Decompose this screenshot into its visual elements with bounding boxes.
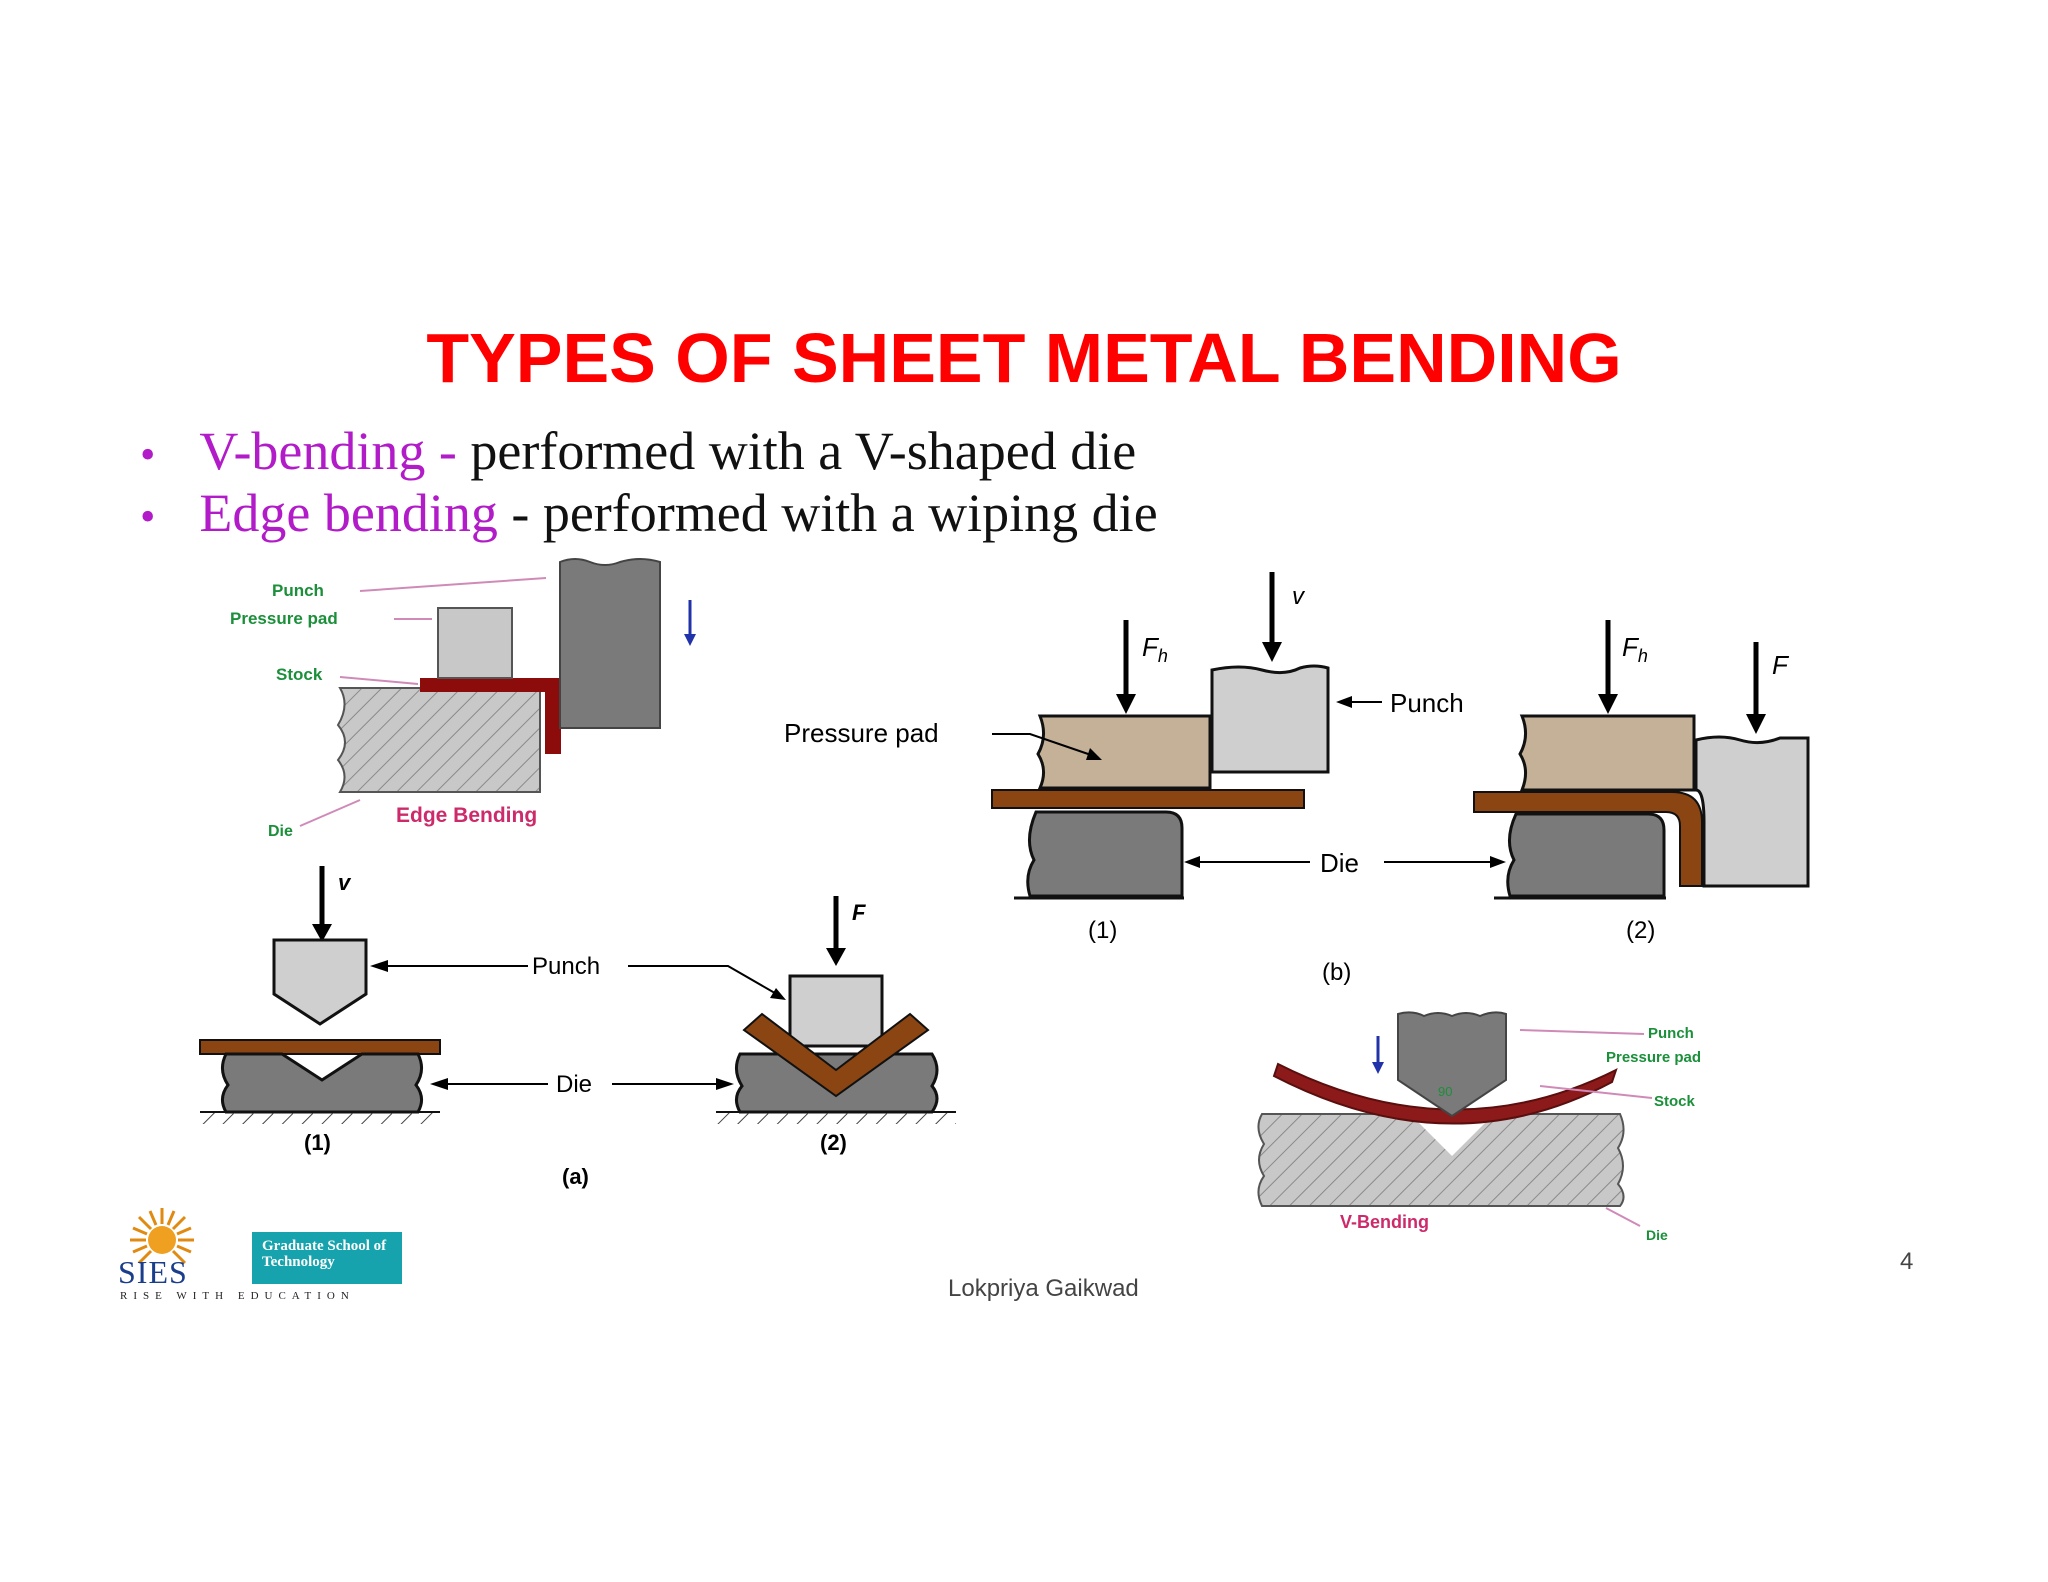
b2-fh-arrow	[1598, 694, 1618, 714]
a1-v-label: v	[338, 870, 352, 895]
a1-sheet	[199, 1039, 441, 1055]
b1-fh-arrow	[1116, 694, 1136, 714]
a1-die	[221, 1052, 423, 1114]
a1-sub: (1)	[304, 1130, 331, 1155]
logo-school: Graduate School of Technology	[252, 1232, 402, 1284]
a1-v-arrow	[312, 924, 332, 942]
a2-sub: (2)	[820, 1130, 847, 1155]
a-label-punch: Punch	[532, 953, 600, 980]
edge-label-punch: Punch	[272, 581, 324, 600]
edge-punch	[559, 558, 661, 729]
edge-down-arrow-head	[684, 634, 696, 646]
bullet-text: performed with a V-shaped die	[456, 421, 1137, 481]
a2-f-label: F	[852, 900, 866, 925]
slide-title: TYPES OF SHEET METAL BENDING	[426, 319, 1622, 397]
a2-f-arrow	[826, 948, 846, 966]
bullet-v-bending: • V-bending - performed with a V-shaped d…	[140, 420, 1136, 482]
b2-f-arrow	[1746, 714, 1766, 734]
edge-caption: Edge Bending	[396, 804, 537, 827]
logo-brand: SIES	[118, 1254, 188, 1290]
bullet-marker: •	[140, 430, 156, 479]
bullet-text: - performed with a wiping die	[497, 483, 1158, 543]
v-punch	[1397, 1011, 1507, 1118]
v-label-pressure-pad: Pressure pad	[1606, 1049, 1701, 1066]
b1-fh-label: Fh	[1142, 632, 1168, 666]
a2-punch	[788, 974, 884, 1048]
b2-pressure-pad	[1518, 714, 1696, 792]
page-number: 4	[1900, 1248, 1914, 1275]
edge-label-stock: Stock	[276, 665, 323, 684]
bullet-edge-bending: • Edge bending - performed with a wiping …	[140, 482, 1158, 544]
a1-punch	[272, 938, 368, 1026]
b1-v-label: v	[1292, 583, 1306, 610]
b1-punch	[1210, 664, 1330, 774]
bullet-term: V-bending -	[199, 421, 457, 481]
edge-label-die: Die	[268, 823, 293, 840]
footer-author: Lokpriya Gaikwad	[948, 1275, 1139, 1302]
bullet-term: Edge bending	[199, 483, 498, 543]
b-label-punch: Punch	[1390, 688, 1464, 718]
v-label-stock: Stock	[1654, 1093, 1696, 1110]
b1-die	[1026, 810, 1184, 898]
edge-label-pressure-pad: Pressure pad	[230, 609, 338, 628]
v-label-die: Die	[1646, 1227, 1668, 1243]
edge-stock	[420, 678, 560, 692]
b1-pressure-pad	[1036, 714, 1212, 790]
b1-sub: (1)	[1088, 917, 1117, 944]
b-label-pressure-pad: Pressure pad	[784, 718, 939, 748]
bullet-marker: •	[140, 492, 156, 541]
v-stock	[1272, 1062, 1618, 1125]
b-label-die: Die	[1320, 848, 1359, 878]
sies-sun-icon	[130, 1208, 194, 1265]
v-angle: 90	[1438, 1084, 1452, 1099]
b2-punch	[1694, 735, 1810, 888]
a2-sheet	[742, 1012, 930, 1098]
a-caption: (a)	[562, 1164, 589, 1189]
b2-die	[1506, 812, 1666, 898]
v-caption: V-Bending	[1340, 1212, 1429, 1232]
v-die	[1257, 1113, 1625, 1207]
b2-fh-label: Fh	[1622, 632, 1648, 666]
edge-die	[336, 687, 541, 793]
logo-motto: RISE WITH EDUCATION	[120, 1290, 355, 1302]
v-bending-figure: 90 Punch Pressure pad Stock Die V-Bendin…	[1257, 1011, 1701, 1243]
b2-sheet	[1473, 791, 1703, 887]
b-caption: (b)	[1322, 959, 1351, 986]
edge-pressure-pad	[437, 607, 513, 679]
sies-logo: SIES Graduate School of Technology RISE …	[116, 1198, 402, 1304]
figure-b: Fh v (1) Punch Pressure pad Die Fh F	[784, 572, 1810, 986]
b2-f-label: F	[1772, 650, 1790, 680]
b1-sheet	[991, 789, 1305, 809]
b2-sub: (2)	[1626, 917, 1655, 944]
edge-stock-bent	[545, 678, 561, 754]
v-label-punch: Punch	[1648, 1025, 1694, 1042]
edge-bending-figure: Punch Pressure pad Stock Die Edge Bendin…	[230, 558, 696, 840]
b1-v-arrow	[1262, 642, 1282, 662]
figure-a: v (1) Punch Die F (2) (a)	[199, 866, 956, 1189]
a-label-die: Die	[556, 1071, 592, 1098]
